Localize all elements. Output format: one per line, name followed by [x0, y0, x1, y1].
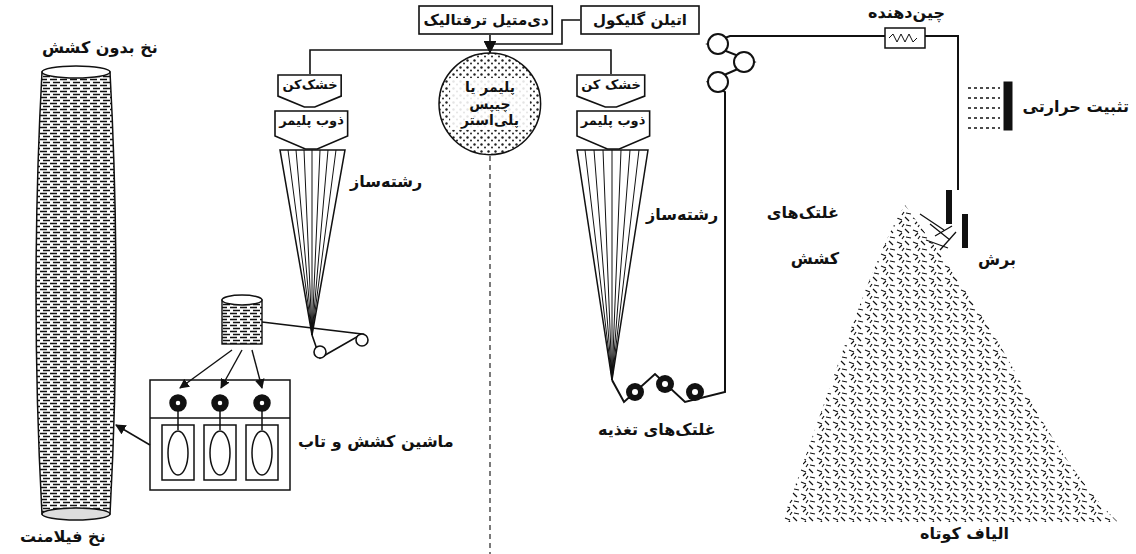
- filament-package: [36, 66, 116, 520]
- draw-twist-machine: [150, 380, 290, 490]
- node-text: دی‌متیل ترفتالیک: [423, 11, 548, 29]
- draw-twist-machine: [162, 425, 194, 480]
- supply-bobbin: [222, 300, 262, 344]
- feed-arrows: [252, 350, 262, 388]
- draw-twist-machine: [252, 431, 272, 475]
- filament-yarn-path: [356, 334, 368, 346]
- node-text: ذوب پلیمر: [279, 113, 344, 129]
- filament-package: [42, 66, 110, 78]
- feed-arrows: [180, 350, 262, 388]
- feed-rollers: [626, 375, 704, 401]
- section-divider: [489, 156, 490, 554]
- draw-twist-machine: [170, 395, 186, 411]
- node-outline: [275, 111, 348, 149]
- feed-box: اتیلن گلیکول: [580, 5, 700, 35]
- supply-bobbin: [222, 295, 262, 305]
- draw-rollers: [708, 72, 728, 92]
- draw-twist-machine: [246, 425, 278, 480]
- crimper-box: [889, 34, 917, 42]
- cutter-label: برش: [976, 250, 1018, 271]
- node-outline: [439, 53, 541, 155]
- machine-label: ماشین کشش و تاب: [296, 432, 456, 453]
- crimper-box: [885, 28, 925, 48]
- draw-twist-machine: [212, 395, 228, 411]
- heat-setting-unit: [1004, 82, 1012, 130]
- melt-hopper: ذوب پلیمر: [274, 110, 349, 150]
- node-text: خشک کن: [581, 77, 641, 93]
- draw-twist-machine: [150, 380, 290, 490]
- dryer-hopper: خشک کن: [576, 74, 646, 108]
- draw-twist-machine: [168, 431, 188, 475]
- draw-twist-machine: [204, 425, 236, 480]
- node-outline: [577, 75, 645, 107]
- node-text: پلیمر یا چیپس پلی‌استر: [450, 78, 530, 130]
- spinneret-left: [288, 150, 336, 335]
- output-arrow: [116, 425, 150, 445]
- filament-yarn-path: [262, 322, 368, 358]
- spinneret-left: [280, 150, 345, 335]
- node-text: خشک‌کن: [282, 77, 337, 93]
- filament-yarn-path: [314, 346, 326, 358]
- spinneret-label: رشته‌ساز: [644, 205, 720, 226]
- draw-rollers: [734, 52, 754, 72]
- feed-rollers: [662, 381, 668, 387]
- node-text: اتیلن گلیکول: [593, 11, 687, 29]
- node-text: ذوب پلیمر: [581, 113, 646, 129]
- feed-rollers: [686, 383, 704, 401]
- feed-arrows: [221, 350, 242, 388]
- cutter-blades: [962, 214, 968, 248]
- supply-bobbin: [222, 295, 262, 344]
- node-outline: [278, 75, 341, 107]
- section-divider: [490, 156, 491, 554]
- dryer-hopper: خشک‌کن: [277, 74, 342, 108]
- polymer-chip-circle: پلیمر یا چیپس پلی‌استر: [438, 52, 542, 156]
- node-outline: [577, 111, 650, 149]
- spinneret-label: رشته‌ساز: [348, 172, 424, 193]
- staple-fiber-label: الیاف کوتاه: [918, 524, 1011, 545]
- output-arrow: [116, 425, 150, 445]
- feed-rollers: [626, 383, 644, 401]
- spinneret-right: [577, 150, 648, 380]
- feed-box: دی‌متیل ترفتالیک: [418, 5, 553, 35]
- crimper-label: چین‌دهنده: [866, 3, 947, 24]
- heat-setting-unit: [968, 82, 1012, 130]
- draw-rollers: [708, 34, 728, 54]
- node-outline: [419, 6, 552, 34]
- yarn-label: نخ بدون کشش: [40, 38, 160, 59]
- crimper-box: [885, 28, 925, 48]
- draw-twist-machine: [219, 411, 221, 430]
- draw-twist-machine: [210, 431, 230, 475]
- roller-label: غلتک‌های کشش: [745, 190, 841, 282]
- node-outline: [581, 6, 699, 34]
- cutter-blades: [946, 190, 952, 224]
- roller-label: غلتک‌های تغذیه: [596, 420, 718, 441]
- filament-package: [42, 508, 110, 520]
- draw-twist-machine: [217, 400, 223, 406]
- draw-twist-machine: [177, 411, 179, 430]
- heat-setting-label: تثبیت حرارتی: [1021, 97, 1131, 118]
- feed-rollers: [632, 389, 638, 395]
- filament-yarn-path: [262, 322, 362, 358]
- filament-package: [36, 72, 116, 514]
- staple-fiber-pile: [920, 214, 956, 250]
- heat-setting-unit: [968, 88, 1000, 128]
- spinneret-left: [280, 150, 345, 335]
- spinneret-right: [577, 150, 648, 380]
- spinneret-right: [585, 150, 639, 380]
- melt-hopper: ذوب پلیمر: [576, 110, 651, 150]
- feed-rollers: [656, 375, 674, 393]
- draw-twist-machine: [254, 395, 270, 411]
- feed-rollers: [692, 389, 698, 395]
- yarn-label: نخ فیلامنت: [18, 527, 108, 548]
- draw-twist-machine: [175, 400, 181, 406]
- draw-rollers: [708, 34, 754, 92]
- draw-twist-machine: [259, 400, 265, 406]
- draw-twist-machine: [261, 411, 263, 430]
